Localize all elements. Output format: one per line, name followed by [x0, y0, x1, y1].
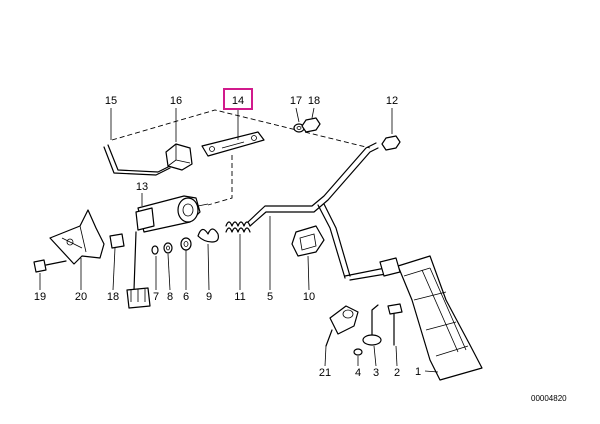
label-part-6: 6: [183, 291, 189, 303]
part-4-nut: [353, 348, 363, 356]
part-13-actuator: [133, 195, 209, 291]
label-part-15: 15: [105, 95, 117, 107]
label-part-18-top: 18: [308, 95, 320, 107]
part-17-18-nut-washer: [293, 117, 321, 133]
label-part-14[interactable]: 14: [232, 95, 244, 107]
dashed-line-top: [111, 109, 371, 149]
label-part-19: 19: [34, 291, 46, 303]
part-18-small-bushing: [109, 233, 125, 249]
part-20-bracket: [49, 209, 105, 265]
label-part-12: 12: [386, 95, 398, 107]
part-6-bushing: [180, 237, 192, 251]
label-part-20: 20: [75, 291, 87, 303]
part-16-clip: [165, 143, 193, 171]
label-part-2: 2: [394, 367, 400, 379]
dashed-line-drop: [207, 155, 233, 206]
label-part-9: 9: [206, 291, 212, 303]
label-part-5: 5: [267, 291, 273, 303]
label-part-13: 13: [136, 181, 148, 193]
part-11-spring: [225, 221, 251, 233]
part-18-connector: [126, 287, 151, 309]
label-part-8: 8: [167, 291, 173, 303]
label-part-1: 1: [415, 366, 421, 378]
label-part-3: 3: [373, 367, 379, 379]
leader-lines: [39, 107, 439, 373]
part-19-bolt: [33, 259, 67, 273]
part-12-nut: [381, 135, 401, 151]
part-5-rod: [247, 142, 387, 281]
part-21-adjuster: [325, 305, 359, 347]
part-14-plate: [201, 131, 265, 157]
label-part-10: 10: [303, 291, 315, 303]
label-part-4: 4: [355, 367, 361, 379]
part-7-8-washers: [151, 242, 173, 255]
part-labels: 15 16 14 17 18 12 13 19 20 18 7 8 6 9 11…: [34, 95, 421, 379]
part-3-stop: [362, 304, 382, 346]
part-9-clip: [197, 228, 219, 243]
label-part-11: 11: [234, 291, 245, 303]
label-part-21: 21: [319, 367, 331, 379]
highlight-box-part-14: [223, 88, 253, 110]
part-2-stud: [387, 303, 403, 346]
label-part-16: 16: [170, 95, 182, 107]
part-15-bracket: [103, 144, 173, 176]
diagram-reference-number: 00004820: [531, 394, 567, 403]
label-part-7: 7: [153, 291, 159, 303]
label-part-18-bottom: 18: [107, 291, 119, 303]
label-part-17: 17: [290, 95, 302, 107]
part-10-buffer: [291, 225, 325, 257]
part-1-pedal: [379, 255, 483, 381]
